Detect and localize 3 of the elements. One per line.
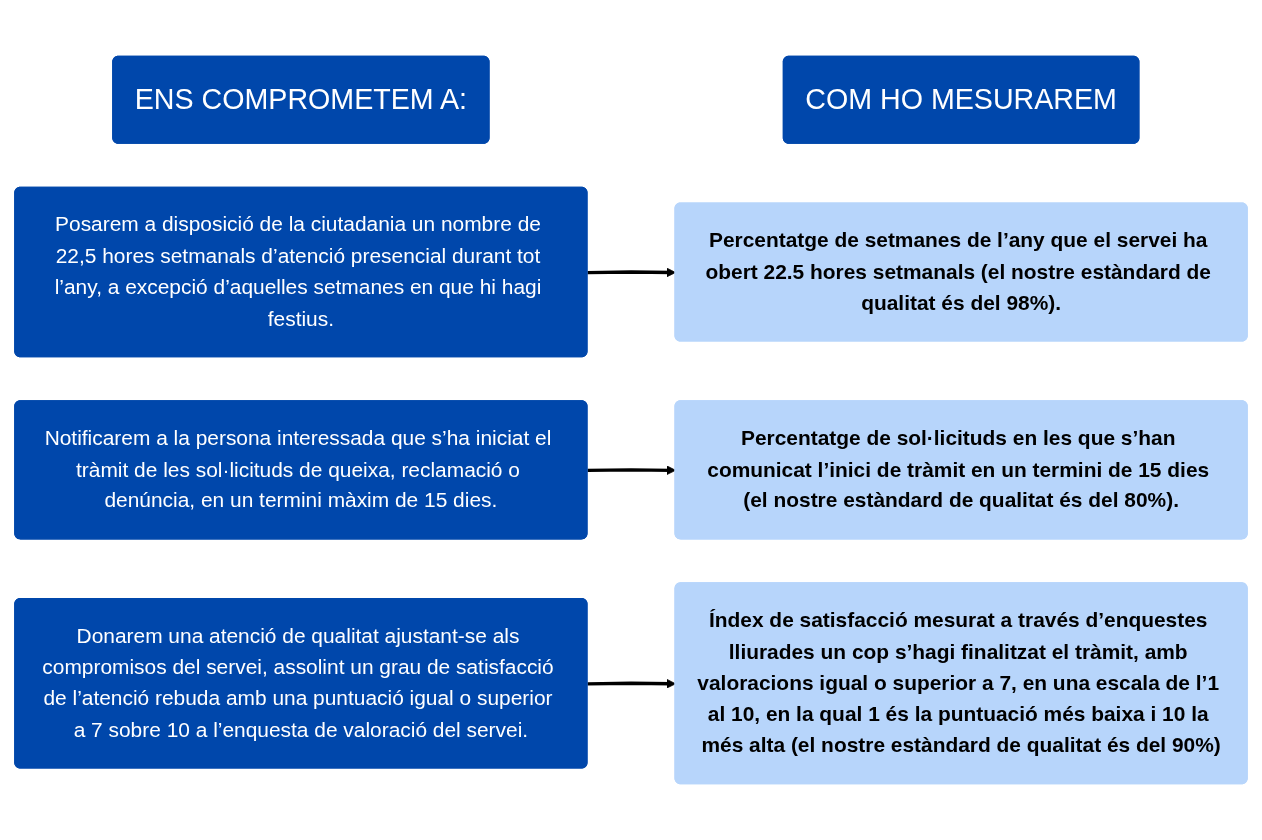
arrow [587, 267, 676, 278]
arrow [587, 465, 676, 476]
arrow [587, 678, 676, 689]
